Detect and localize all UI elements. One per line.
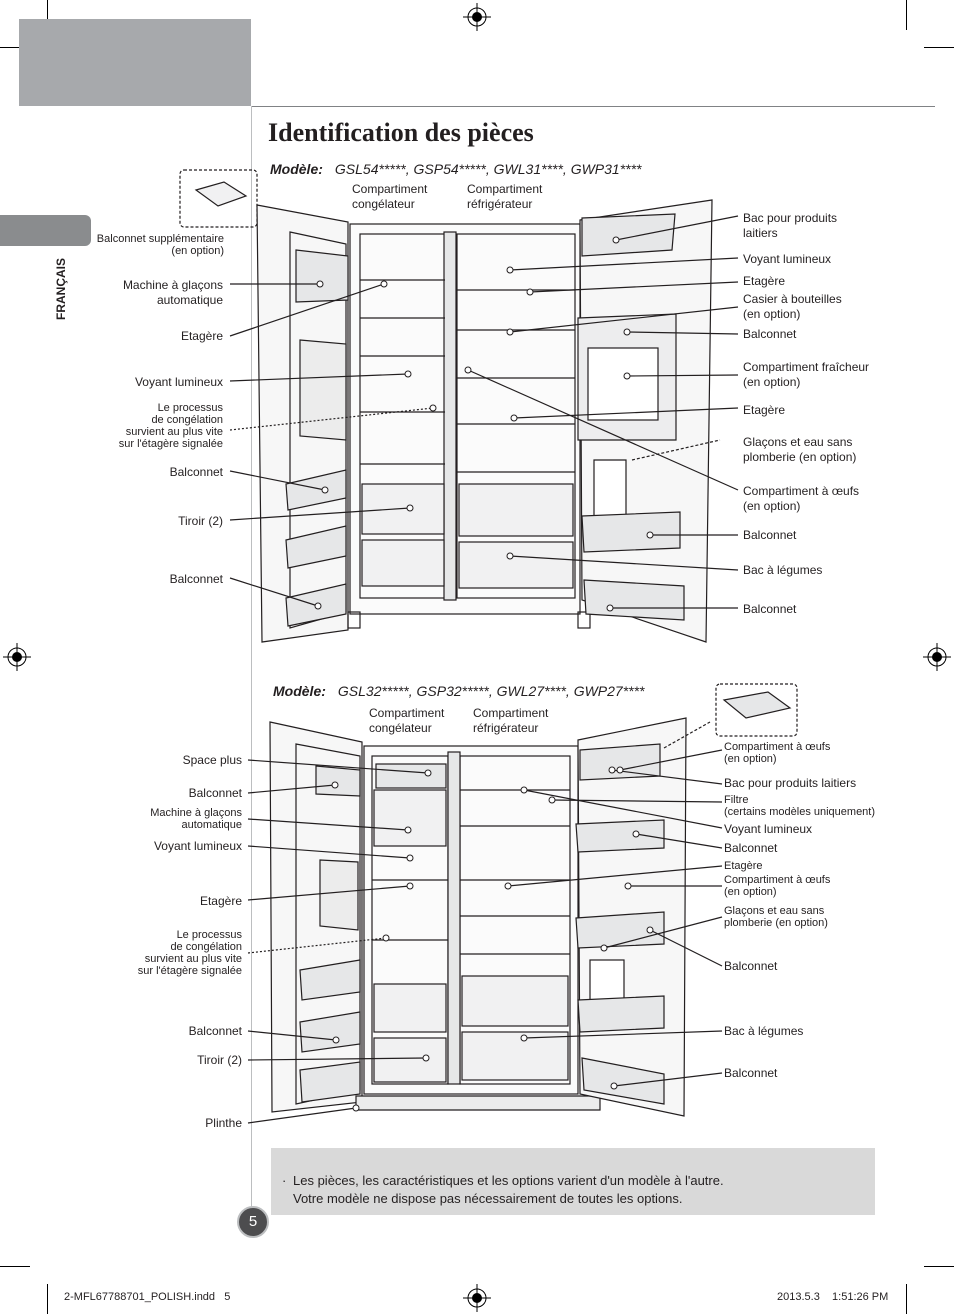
label-fresh-compartment: Compartiment fraîcheur(en option) (743, 360, 870, 389)
header-rule (251, 106, 935, 107)
crop-mark (0, 1266, 30, 1267)
model-line-2: Modèle: GSL32*****, GSP32*****, GWL27****… (273, 683, 645, 699)
label-shelf: Etagère (724, 860, 763, 872)
model-label: Modèle: (270, 161, 323, 177)
language-tab (0, 215, 91, 246)
crop-mark (47, 1284, 48, 1314)
registration-mark-icon (3, 643, 31, 671)
page-margin-rule (251, 106, 252, 1216)
footer-date: 2013.5.3 1:51:26 PM (777, 1291, 889, 1303)
label-door-bin: Balconnet (743, 327, 797, 341)
header-gray-block (19, 19, 251, 106)
crop-mark (924, 1266, 954, 1267)
label-shelf: Etagère (743, 274, 786, 288)
label-dairy-bin: Bac pour produits laitiers (724, 776, 857, 790)
model-label: Modèle: (273, 683, 326, 699)
note-text: Les pièces, les caractéristiques et les … (293, 1173, 724, 1206)
label-door-bin: Balconnet (188, 786, 242, 800)
label-shelf: Etagère (199, 894, 242, 908)
model-codes: GSL54*****, GSP54*****, GWL31****, GWP31… (334, 161, 642, 177)
model-line-1: Modèle: GSL54*****, GSP54*****, GWL31****… (270, 161, 642, 177)
label-light: Voyant lumineux (743, 252, 832, 266)
label-door-bin: Balconnet (743, 528, 797, 542)
label-filter: Filtre(certains modèles uniquement) (724, 794, 876, 818)
registration-mark-icon (923, 643, 951, 671)
label-egg-tray: Compartiment à œufs(en option) (724, 874, 831, 898)
label-door-bin: Balconnet (724, 1066, 778, 1080)
crop-mark (906, 0, 907, 30)
page-number-badge: 5 (237, 1206, 269, 1238)
footer-file: 2-MFL67788701_POLISH.indd 5 (64, 1291, 231, 1303)
label-door-bin: Balconnet (188, 1024, 242, 1038)
crop-mark (47, 0, 48, 30)
label-door-bin: Balconnet (724, 841, 778, 855)
label-space-plus: Space plus (182, 753, 242, 767)
registration-mark-icon (463, 3, 491, 31)
label-door-bin: Balconnet (169, 465, 223, 479)
label-crisper: Bac à légumes (743, 563, 823, 577)
note-box: · Les pièces, les caractéristiques et le… (271, 1148, 875, 1215)
label-shelf: Etagère (743, 403, 786, 417)
note-bullet: · (282, 1173, 287, 1188)
label-drawer: Tiroir (2) (178, 514, 223, 528)
label-shelf: Etagère (180, 329, 223, 343)
label-light: Voyant lumineux (724, 822, 813, 836)
crop-mark (924, 47, 954, 48)
label-egg-tray: Compartiment à œufs(en option) (724, 741, 831, 765)
label-drawer: Tiroir (2) (197, 1053, 242, 1067)
page-title: Identification des pièces (268, 118, 534, 147)
label-light: Voyant lumineux (153, 839, 242, 853)
label-extra-bin: Balconnet supplémentaire(en option) (96, 233, 224, 257)
crop-mark (906, 1284, 907, 1314)
label-door-bin: Balconnet (724, 959, 778, 973)
model-codes: GSL32*****, GSP32*****, GWL27****, GWP27… (337, 683, 645, 699)
label-door-bin: Balconnet (743, 602, 797, 616)
registration-mark-icon (463, 1284, 491, 1312)
label-door-bin: Balconnet (169, 572, 223, 586)
label-egg-tray: Compartiment à œufs(en option) (743, 484, 860, 513)
label-crisper: Bac à légumes (724, 1024, 804, 1038)
label-kickplate: Plinthe (205, 1116, 242, 1130)
label-light: Voyant lumineux (134, 375, 223, 389)
label-bottle-rack: Casier à bouteilles(en option) (743, 292, 842, 321)
crop-mark (0, 47, 30, 48)
